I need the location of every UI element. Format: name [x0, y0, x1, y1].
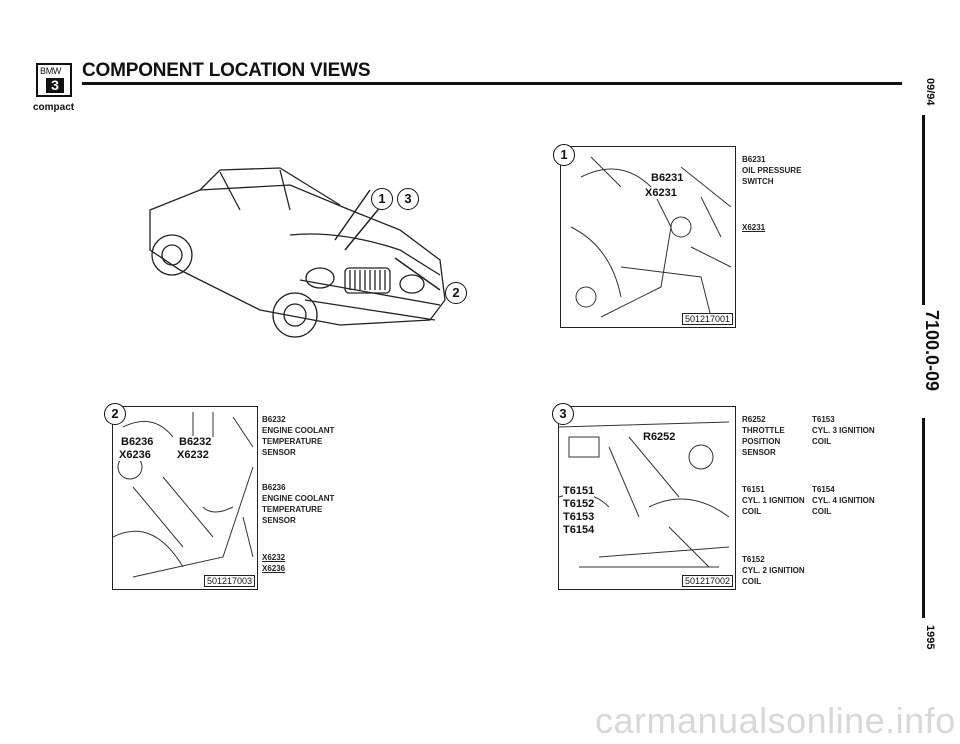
component-desc: COIL	[742, 507, 762, 516]
component-desc: COIL	[812, 437, 832, 446]
connector-x6231: X6231	[742, 223, 766, 232]
callout-1: 1	[371, 188, 393, 210]
tag-t6154: T6154	[563, 524, 595, 536]
component-id: T6153	[812, 415, 835, 424]
watermark: carmanualsonline.info	[595, 700, 956, 741]
component-id: R6252	[742, 415, 766, 424]
tag-r6252: R6252	[643, 431, 676, 443]
label-b6231: B6231 OIL PRESSURE SWITCH	[742, 154, 801, 187]
component-desc: OIL PRESSURE	[742, 166, 802, 175]
tag-t6151: T6151	[563, 485, 595, 497]
component-id: B6232	[262, 415, 286, 424]
figure-id: 501217001	[681, 313, 733, 325]
tag-b6236: B6236	[121, 436, 154, 448]
view-number-1: 1	[553, 144, 575, 166]
label-t6154: T6154 CYL. 4 IGNITION COIL	[812, 484, 875, 517]
component-id: T6151	[742, 485, 765, 494]
figure-id: 501217003	[203, 575, 255, 587]
logo-brand: BMW	[40, 66, 62, 76]
component-desc: SENSOR	[262, 516, 296, 525]
tag-t6152: T6152	[563, 498, 595, 510]
component-desc: CYL. 4 IGNITION	[812, 496, 875, 505]
component-desc: TEMPERATURE	[262, 505, 323, 514]
component-desc: SWITCH	[742, 177, 774, 186]
model-year: 1995	[924, 625, 936, 650]
figure-id: 501217002	[681, 575, 733, 587]
tag-b6231: B6231	[651, 172, 684, 184]
component-desc: TEMPERATURE	[262, 437, 323, 446]
bmw-3-logo: BMW 3	[36, 63, 72, 97]
component-id: T6154	[812, 485, 835, 494]
connector-x6236: X6236	[262, 564, 286, 573]
side-rule	[922, 418, 925, 618]
car-overview-illustration	[149, 167, 446, 338]
component-id: B6231	[742, 155, 766, 164]
page-title: COMPONENT LOCATION VIEWS	[82, 60, 371, 81]
view-3-ignition-coils: R6252 T6151 T6152 T6153 T6154 501217002	[558, 406, 736, 590]
component-desc: ENGINE COOLANT	[262, 426, 335, 435]
callout-3: 3	[397, 188, 419, 210]
tag-x6236: X6236	[119, 449, 151, 461]
logo-subtitle: compact	[33, 102, 75, 113]
logo-series: 3	[46, 78, 64, 93]
component-desc: ENGINE COOLANT	[262, 494, 335, 503]
component-desc: SENSOR	[742, 448, 776, 457]
label-b6236: B6236 ENGINE COOLANT TEMPERATURE SENSOR	[262, 482, 334, 526]
label-t6153: T6153 CYL. 3 IGNITION COIL	[812, 414, 875, 447]
callout-2: 2	[445, 282, 467, 304]
connector-x6232: X6232	[262, 553, 286, 562]
component-desc: CYL. 1 IGNITION	[742, 496, 805, 505]
label-t6151: T6151 CYL. 1 IGNITION COIL	[742, 484, 805, 517]
component-desc: CYL. 2 IGNITION	[742, 566, 805, 575]
component-desc: COIL	[812, 507, 832, 516]
component-id: T6152	[742, 555, 765, 564]
component-desc: SENSOR	[262, 448, 296, 457]
view-1-oil-pressure-switch: B6231 X6231 501217001	[560, 146, 736, 328]
component-desc: THROTTLE	[742, 426, 785, 435]
tag-b6232: B6232	[179, 436, 212, 448]
label-t6152: T6152 CYL. 2 IGNITION COIL	[742, 554, 805, 587]
document-number: 7100.0-09	[922, 310, 942, 392]
tag-x6231: X6231	[645, 187, 677, 199]
component-id: B6236	[262, 483, 286, 492]
label-r6252: R6252 THROTTLE POSITION SENSOR	[742, 414, 785, 458]
tag-x6232: X6232	[177, 449, 209, 461]
view-number-2: 2	[104, 403, 126, 425]
title-rule	[82, 82, 902, 85]
side-rule	[922, 115, 925, 305]
revision-date: 09/94	[924, 78, 936, 106]
label-b6232: B6232 ENGINE COOLANT TEMPERATURE SENSOR	[262, 414, 334, 458]
component-desc: COIL	[742, 577, 762, 586]
view-number-3: 3	[552, 403, 574, 425]
view-2-coolant-sensors: B6236 X6236 B6232 X6232 501217003	[112, 406, 258, 590]
tag-t6153: T6153	[563, 511, 595, 523]
component-desc: POSITION	[742, 437, 781, 446]
component-desc: CYL. 3 IGNITION	[812, 426, 875, 435]
